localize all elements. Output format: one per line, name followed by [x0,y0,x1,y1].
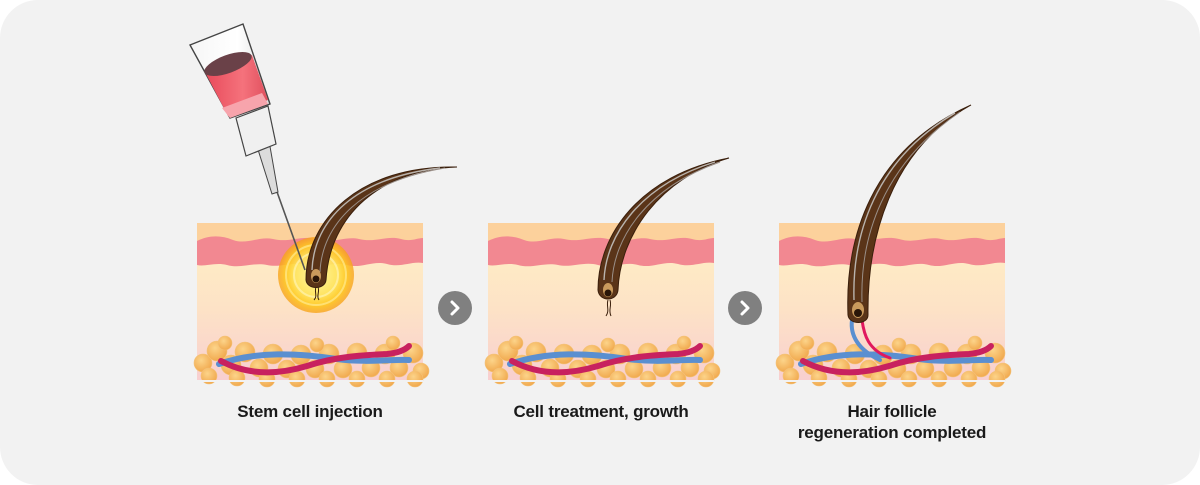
follicle-vessels [849,318,892,362]
step-2-caption: Cell treatment, growth [513,402,689,421]
skin-cross-section [484,222,721,388]
next-step-button-2[interactable] [728,291,762,325]
hair-strand [597,157,730,317]
skin-cross-section [775,222,1012,388]
step-1-caption: Stem cell injection [237,402,383,421]
step-3-caption-line-2: regeneration completed [797,423,987,442]
hair-strand [305,166,458,301]
syringe-icon [189,23,306,271]
chevron-right-icon [450,300,460,316]
chevron-right-icon [740,300,750,316]
step-1-illustration [189,23,458,388]
next-step-button-1[interactable] [438,291,472,325]
step-3-illustration [775,104,1012,388]
step-3-caption-line-1: Hair follicle [847,402,937,421]
step-2-illustration [484,157,730,388]
hair-strand [847,104,972,323]
step-3-caption: Hair follicle regeneration completed [760,401,1024,443]
